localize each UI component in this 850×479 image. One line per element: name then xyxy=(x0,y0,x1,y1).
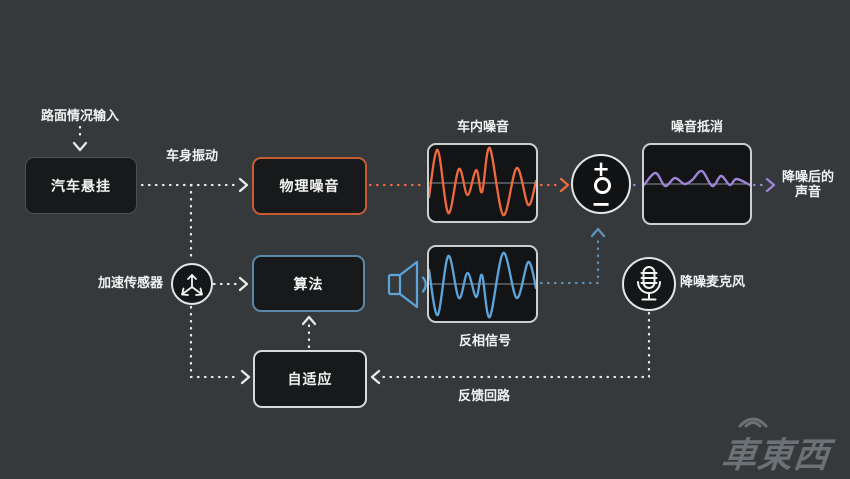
body-vibration-arrowhead xyxy=(238,177,249,193)
denoised-output-arrowhead xyxy=(765,177,776,193)
plus-sign: + xyxy=(592,157,610,181)
algorithm-node: 算法 xyxy=(252,255,365,312)
microphone-node xyxy=(622,257,676,311)
antiphase-wave-path xyxy=(429,251,536,319)
minus-sign: − xyxy=(590,190,612,218)
antiphase-waveform xyxy=(429,251,536,319)
microphone-icon xyxy=(637,266,661,301)
sensor-to-algorithm-arrowhead xyxy=(238,276,249,292)
adaptive-node: 自适应 xyxy=(253,350,367,408)
suspension-node: 汽车悬挂 xyxy=(25,157,137,214)
noise-wave-path xyxy=(429,146,536,217)
sensor-to-adaptive-arrowhead xyxy=(240,369,251,385)
noise-cancel-waveform xyxy=(644,169,750,188)
in-car-noise-waveform xyxy=(429,146,536,217)
noise-cancel-wavebox xyxy=(642,143,752,225)
watermark-logo: 車東西 xyxy=(719,436,832,476)
denoised-output-label: 降噪后的 声音 xyxy=(781,170,834,200)
adaptive-label: 自适应 xyxy=(287,372,333,388)
accelerometer-node xyxy=(171,263,213,305)
antiphase-wavebox xyxy=(427,245,538,323)
noise-mic-label: 降噪麦克风 xyxy=(680,275,746,290)
in-car-noise-wavebox xyxy=(427,143,538,223)
antiphase-signal-label: 反相信号 xyxy=(458,334,511,349)
feedback-loop-arrowhead xyxy=(370,369,381,385)
algorithm-label: 算法 xyxy=(293,276,324,293)
suspension-label: 汽车悬挂 xyxy=(51,178,111,195)
body-vibration-label: 车身振动 xyxy=(165,149,218,164)
feedback-loop-label: 反馈回路 xyxy=(457,389,510,404)
road-input-arrowhead xyxy=(72,141,88,152)
physical-noise-label: 物理噪音 xyxy=(279,179,340,195)
accel-sensor-label: 加速传感器 xyxy=(98,276,164,291)
watermark-signal-arcs-icon xyxy=(738,417,768,428)
adaptive-to-algorithm-arrowhead xyxy=(301,315,317,326)
summing-node: + − xyxy=(571,154,631,218)
3-axis-arrows-icon xyxy=(181,274,203,296)
antiphase-to-sum-arrowhead xyxy=(590,227,606,238)
sensor-to-adaptive-line xyxy=(189,305,242,379)
physical-noise-node: 物理噪音 xyxy=(252,157,367,215)
noise-cancel-label: 噪音抵消 xyxy=(670,120,723,135)
ring-icon xyxy=(593,176,611,194)
antiphase-to-sum-line xyxy=(539,236,600,285)
wave-to-sum-arrowhead xyxy=(559,177,570,193)
cancel-wave-path xyxy=(644,169,750,188)
in-car-noise-label: 车内噪音 xyxy=(456,120,509,135)
road-input-label: 路面情况输入 xyxy=(40,109,119,124)
